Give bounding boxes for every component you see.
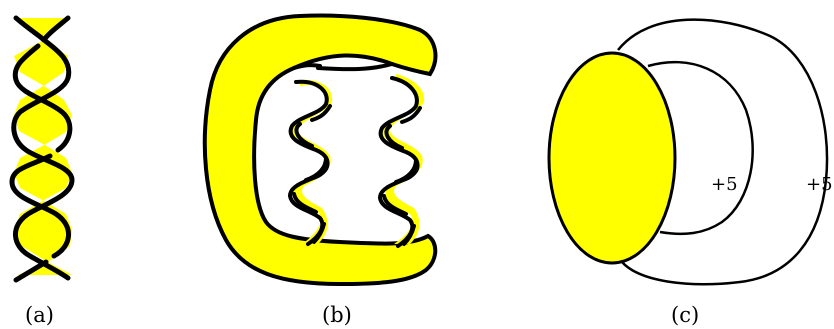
- band-edge-left: [11, 15, 75, 281]
- twist-label-inner: +5: [711, 174, 738, 195]
- caption-c: (c): [671, 303, 699, 327]
- caption-b: (b): [322, 303, 352, 327]
- spanning-disk: [547, 51, 677, 265]
- inner-unknot: [647, 60, 754, 236]
- twist-label-outer: +5: [806, 174, 833, 195]
- panel-b: (b): [202, 13, 438, 327]
- panel-a: (a): [9, 15, 75, 327]
- twisted-band-right: [377, 74, 425, 248]
- caption-a: (a): [25, 303, 54, 327]
- outer-unknot: [617, 18, 829, 286]
- twisted-band-left: [287, 79, 333, 246]
- panel-c: +5 +5 (c): [547, 18, 833, 327]
- twisted-band-surface: [14, 18, 72, 275]
- c-shape-surface: [202, 13, 438, 287]
- band-edge-right: [9, 15, 73, 283]
- c-inner-edge: [292, 62, 394, 72]
